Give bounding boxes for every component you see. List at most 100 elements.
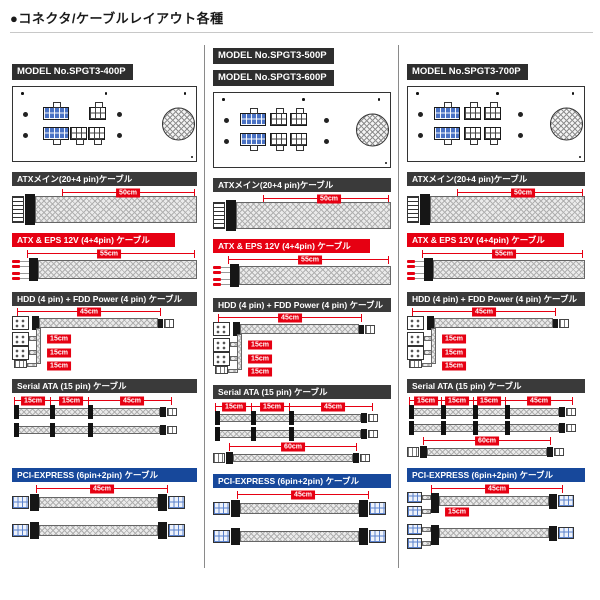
sata-connector-icon	[441, 421, 446, 435]
length-label: 15cm	[442, 361, 466, 371]
atx-eps-cable: 55cm	[407, 249, 585, 285]
atx-plug-icon	[407, 196, 419, 223]
pcie-plug-icon	[213, 530, 230, 543]
cable-mesh	[240, 324, 359, 334]
psu-connector-dark	[89, 102, 106, 120]
cable-mesh	[240, 503, 359, 514]
length-label: 45cm	[321, 402, 345, 412]
wire-tip	[12, 260, 20, 263]
cable-mesh	[424, 336, 432, 341]
fdd-plug-icon	[164, 319, 174, 328]
model-label: MODEL No.SPGT3-700P	[407, 64, 528, 80]
cable-band	[553, 319, 558, 328]
plug-icon	[368, 414, 378, 422]
sata-connector-icon	[441, 405, 446, 419]
plug-icon	[368, 430, 378, 438]
cable-mesh	[35, 196, 197, 223]
psu-connector-dark	[290, 133, 307, 151]
cable-mesh	[14, 408, 160, 416]
cable-band	[25, 194, 35, 225]
cable-band	[158, 319, 163, 328]
pcie-plug-icon	[12, 524, 29, 537]
cable-band	[424, 258, 433, 281]
section-header-sata: Serial ATA (15 pin) ケーブル	[407, 379, 585, 393]
atx-plug-icon	[213, 202, 225, 229]
dimension-tick	[251, 403, 252, 411]
title-divider	[10, 32, 593, 33]
wire-line	[221, 284, 230, 285]
spacer	[407, 45, 585, 61]
psu-connector-dark	[484, 127, 501, 145]
length-label: 15cm	[442, 348, 466, 358]
pcie-cable: 45cm	[12, 484, 197, 562]
cable-band	[160, 407, 166, 417]
length-label: 45cm	[278, 313, 302, 323]
screw-hole-icon	[324, 118, 329, 123]
cable-mesh	[29, 336, 37, 341]
screw-icon	[104, 92, 107, 95]
length-label: 60cm	[475, 436, 499, 446]
sata-connector-icon	[409, 405, 414, 419]
psu-connector-blue	[434, 102, 460, 120]
psu-connector-blue	[43, 127, 69, 145]
psu-connector-dark	[464, 127, 481, 145]
section-header-hdd-fdd: HDD (4 pin) + FDD Power (4 pin) ケーブル	[12, 292, 197, 306]
dimension-tick	[88, 397, 89, 405]
cable-mesh	[422, 527, 431, 532]
screw-hole-icon	[518, 112, 523, 117]
molex-connector-icon	[407, 346, 424, 360]
cable-band	[359, 528, 368, 545]
cable-band	[420, 446, 427, 458]
cable-band	[30, 522, 39, 539]
length-label: 15cm	[442, 334, 466, 344]
cable-mesh	[230, 356, 238, 361]
fdd-plug-icon	[559, 319, 569, 328]
molex-connector-icon	[213, 322, 230, 336]
wire-line	[20, 273, 29, 274]
molex-connector-icon	[12, 316, 29, 330]
cable-band	[32, 316, 39, 330]
dimension-line	[14, 397, 172, 405]
screw-hole-icon	[224, 118, 229, 123]
pcie-plug-icon	[168, 524, 185, 537]
cable-mesh	[422, 541, 431, 546]
section-header-sata: Serial ATA (15 pin) ケーブル	[213, 385, 391, 399]
atx-eps-cable: 55cm	[12, 249, 197, 285]
cable-band	[549, 526, 557, 541]
sata-cable: 15cm 15cm 45cm 60cm	[213, 401, 391, 467]
model-label: MODEL No.SPGT3-500P	[213, 48, 334, 64]
cable-band	[226, 200, 236, 231]
screw-icon	[578, 155, 581, 158]
wire-line	[20, 261, 29, 262]
length-label: 15cm	[248, 367, 272, 377]
wire-line	[415, 261, 424, 262]
wire-tip	[213, 278, 221, 281]
cable-band	[29, 258, 38, 281]
sata-cable: 15cm 15cm 45cm	[12, 395, 197, 461]
wire-tip	[407, 277, 415, 280]
psu-connector-dark	[464, 102, 481, 120]
psu-diagram	[407, 86, 585, 162]
dimension-tick	[50, 397, 51, 405]
cable-mesh	[433, 260, 585, 279]
atx-plug-icon	[12, 196, 24, 223]
section-header-atx-main: ATXメイン(20+4 pin)ケーブル	[407, 172, 585, 186]
sata-connector-icon	[215, 427, 220, 441]
psu-connector-blue	[434, 127, 460, 145]
sata-connector-icon	[14, 423, 19, 437]
pcie-plug-icon	[558, 495, 574, 507]
length-label: 15cm	[477, 396, 501, 406]
sata-connector-icon	[289, 411, 294, 425]
fdd-plug-icon	[14, 360, 27, 368]
length-label: 15cm	[47, 348, 71, 358]
pcie-plug-icon	[213, 502, 230, 515]
wire-line	[221, 279, 230, 280]
hdd-fdd-cable: 45cm 15cm 15cm 15cm	[213, 313, 391, 378]
wire-tip	[213, 283, 221, 286]
plug-icon	[360, 454, 370, 462]
screw-icon	[384, 161, 387, 164]
column-spgt3-700p: MODEL No.SPGT3-700P ATXメイン(20+4 pin)ケーブル	[398, 45, 592, 568]
cable-band	[431, 493, 439, 513]
cable-mesh	[439, 528, 549, 538]
